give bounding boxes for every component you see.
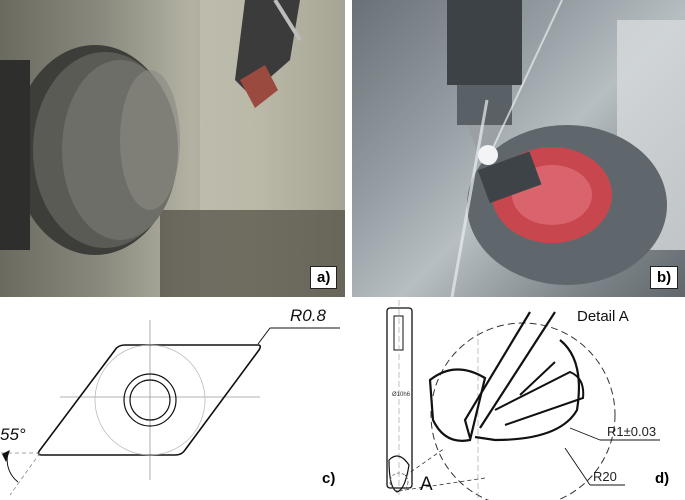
section-mark: A xyxy=(420,474,433,495)
turning-scene-illustration xyxy=(0,0,345,297)
endmill-diagram xyxy=(386,300,660,500)
photo-milling: b) xyxy=(352,0,685,297)
radius-small-annotation: R1±0.03 xyxy=(607,424,657,439)
insert-diagram xyxy=(0,320,340,496)
detail-title: Detail A xyxy=(577,308,629,325)
radius-annotation: R0.8 xyxy=(290,306,326,325)
radius-large-annotation: R20 xyxy=(593,469,617,484)
photo-turning: a) xyxy=(0,0,345,297)
milling-scene-illustration xyxy=(352,0,685,297)
panel-c-label: c) xyxy=(322,470,336,487)
insert-drawing: R0.8 55° c) xyxy=(0,300,345,500)
shank-diameter-label: Ø10h6 xyxy=(392,392,411,398)
endmill-drawing: Ø10h6 Detail A R1±0.03 R20 A d) xyxy=(345,300,685,500)
angle-annotation: 55° xyxy=(0,425,26,444)
panel-b-label: b) xyxy=(650,266,679,289)
panel-a-label: a) xyxy=(310,266,338,289)
panel-d-label: d) xyxy=(655,470,670,487)
